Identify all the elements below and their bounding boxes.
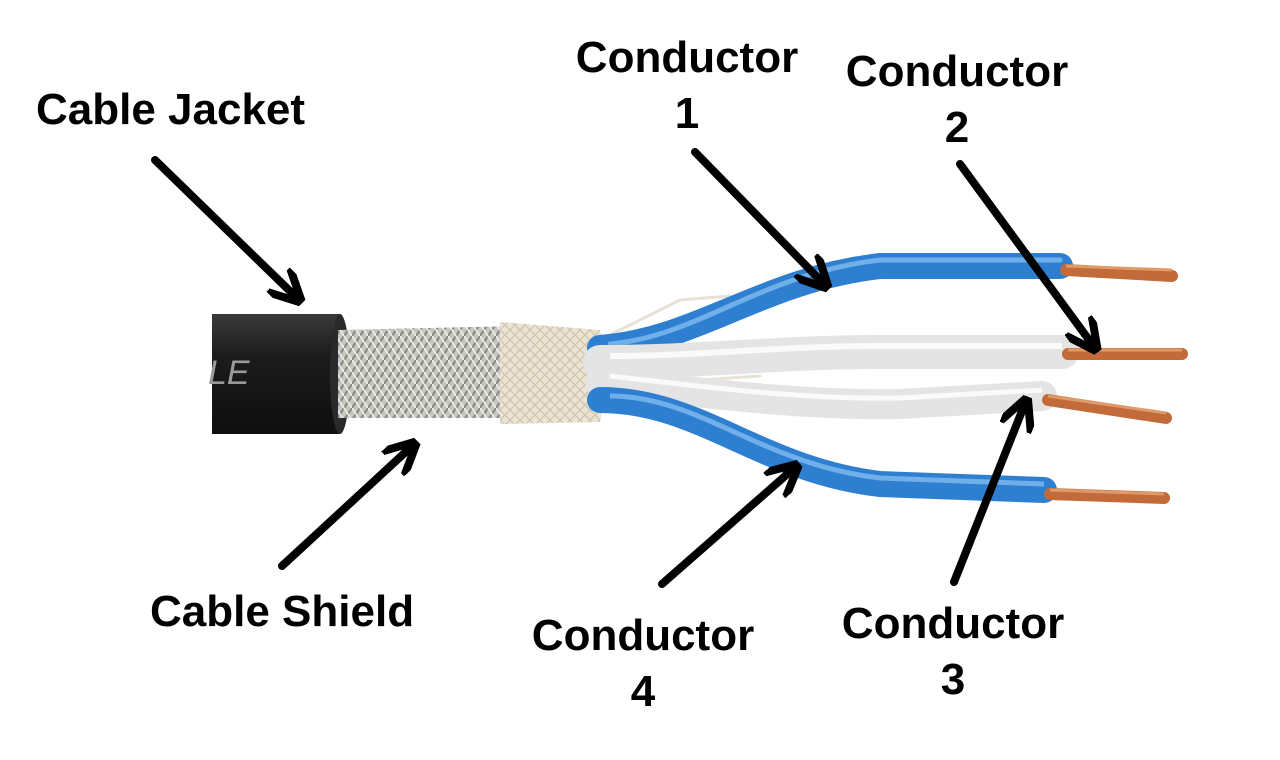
arrow-cable-shield (278, 448, 410, 570)
conductor-2-wire (583, 335, 1188, 379)
label-conductor-2: Conductor 2 (845, 47, 1069, 152)
arrow-conductor-3 (950, 406, 1024, 586)
jacket-print: LE (208, 354, 250, 392)
arrow-conductor-1 (691, 148, 822, 282)
label-conductor-3: Conductor 3 (841, 599, 1065, 704)
cable-jacket: LE (208, 314, 350, 434)
label-conductor-4: Conductor 4 (531, 611, 755, 716)
label-cable-jacket: Cable Jacket (36, 85, 306, 134)
cable-shield (338, 322, 606, 424)
pointer-arrows (151, 148, 1092, 588)
arrow-cable-jacket (151, 156, 295, 296)
arrow-conductor-4 (658, 470, 792, 588)
arrow-conductor-2 (956, 160, 1092, 344)
conductor-1-wire (587, 253, 1178, 361)
conductor-4-wire (587, 387, 1170, 504)
label-conductor-1: Conductor 1 (575, 33, 799, 138)
conductor-3-wire (585, 367, 1172, 424)
label-cable-shield: Cable Shield (150, 587, 415, 636)
